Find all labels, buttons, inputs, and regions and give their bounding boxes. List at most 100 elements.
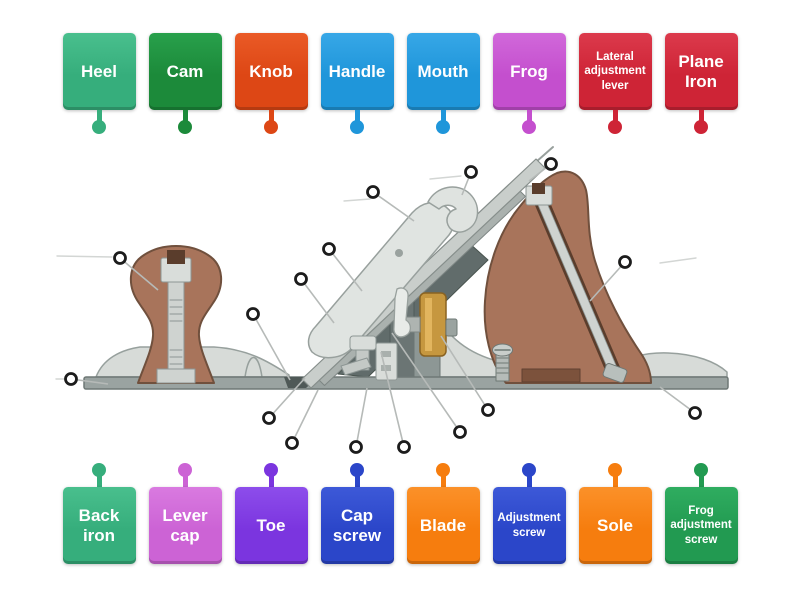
tile-label: Cam	[166, 61, 204, 81]
tile-label: Heel	[81, 61, 117, 81]
tile-label: Plane Iron	[678, 51, 724, 91]
tile-label: Lever cap	[162, 505, 208, 545]
tile-pin	[178, 463, 192, 487]
label-tile-lever-cap[interactable]: Lever cap	[148, 463, 222, 564]
drop-point-7[interactable]	[294, 272, 308, 286]
drop-point-10[interactable]	[246, 307, 260, 321]
label-tile-knob[interactable]: Knob	[234, 33, 308, 134]
leader-line	[391, 332, 461, 433]
drop-point-11[interactable]	[262, 411, 276, 425]
tile-face: Plane Iron	[664, 33, 738, 110]
drop-point-3[interactable]	[366, 185, 380, 199]
tile-face: Heel	[62, 33, 136, 110]
tile-face: Back iron	[62, 487, 136, 564]
drop-point-2[interactable]	[64, 372, 78, 386]
label-tile-cap-screw[interactable]: Cap screw	[320, 463, 394, 564]
leader-line	[268, 377, 306, 419]
drop-point-4[interactable]	[464, 165, 478, 179]
tile-label: Frog adjustment screw	[670, 504, 732, 546]
tile-face: Frog	[492, 33, 566, 110]
drop-point-16[interactable]	[481, 403, 495, 417]
label-points	[64, 157, 702, 454]
tile-pin	[694, 463, 708, 487]
leader-line	[659, 386, 696, 414]
drop-point-13[interactable]	[349, 440, 363, 454]
label-tile-blade[interactable]: Blade	[406, 463, 480, 564]
tile-face: Sole	[578, 487, 652, 564]
leader-line	[372, 191, 415, 222]
label-tile-heel[interactable]: Heel	[62, 33, 136, 134]
drop-point-5[interactable]	[544, 157, 558, 171]
tile-face: Handle	[320, 33, 394, 110]
tile-label: Frog	[510, 61, 548, 81]
label-tile-plane-iron[interactable]: Plane Iron	[664, 33, 738, 134]
lateral-lever-rod	[535, 146, 554, 163]
tile-face: Adjustment screw	[492, 487, 566, 564]
tile-label: Lateral adjustment lever	[584, 50, 646, 92]
label-tile-adjustment-screw[interactable]: Adjustment screw	[492, 463, 566, 564]
lateral-pin	[340, 357, 372, 376]
leader-line	[440, 335, 489, 411]
tile-label: Mouth	[417, 61, 469, 81]
tile-face: Lateral adjustment lever	[578, 33, 652, 110]
leader-line	[380, 351, 405, 448]
drop-point-6[interactable]	[322, 242, 336, 256]
tile-pin	[608, 110, 622, 134]
tile-label: Back iron	[78, 505, 120, 545]
tote-base-recess	[521, 368, 581, 383]
label-tile-cam[interactable]: Cam	[148, 33, 222, 134]
label-bank-bottom: Back iron Lever cap Toe Cap screw Blade …	[0, 463, 800, 564]
drop-point-15[interactable]	[453, 425, 467, 439]
tile-face: Knob	[234, 33, 308, 110]
label-tile-mouth[interactable]: Mouth	[406, 33, 480, 134]
leader-line	[300, 278, 335, 324]
tile-pin	[522, 110, 536, 134]
label-tile-frog[interactable]: Frog	[492, 33, 566, 134]
brass-adjusting-nut	[419, 292, 447, 357]
leader-line	[355, 387, 368, 448]
nut-stub	[445, 318, 458, 337]
label-tile-lateral-adjustment-lever[interactable]: Lateral adjustment lever	[578, 33, 652, 134]
tile-pin	[92, 463, 106, 487]
tile-pin	[694, 110, 708, 134]
tile-pin	[522, 463, 536, 487]
brass-nut-highlight	[425, 298, 432, 351]
drop-point-9[interactable]	[688, 406, 702, 420]
plane-knob	[130, 245, 222, 384]
label-tile-back-iron[interactable]: Back iron	[62, 463, 136, 564]
label-tile-toe[interactable]: Toe	[234, 463, 308, 564]
tile-face: Toe	[234, 487, 308, 564]
leader-line	[119, 257, 159, 291]
tile-pin	[92, 110, 106, 134]
tile-label: Adjustment screw	[497, 512, 561, 539]
leader-line	[291, 389, 319, 444]
frog-adjustment-screw-part	[492, 343, 513, 382]
drop-point-12[interactable]	[285, 436, 299, 450]
tile-pin	[264, 110, 278, 134]
drop-point-14[interactable]	[397, 440, 411, 454]
tile-label: Toe	[256, 515, 286, 535]
hand-plane-illustration	[55, 146, 729, 390]
tile-pin	[608, 463, 622, 487]
label-bank-top: Heel Cam Knob Handle Mouth Frog Lateral …	[0, 33, 800, 134]
tile-face: Blade	[406, 487, 480, 564]
plane-handle-tote	[483, 170, 652, 384]
tile-face: Cam	[148, 33, 222, 110]
tile-label: Knob	[249, 61, 293, 81]
drop-point-8[interactable]	[618, 255, 632, 269]
label-tile-handle[interactable]: Handle	[320, 33, 394, 134]
tile-label: Sole	[597, 515, 633, 535]
leader-line	[589, 261, 626, 302]
label-tile-sole[interactable]: Sole	[578, 463, 652, 564]
tile-face: Frog adjustment screw	[664, 487, 738, 564]
cap-screw-head	[349, 335, 377, 351]
faded-leader-stubs	[55, 175, 697, 380]
tile-face: Cap screw	[320, 487, 394, 564]
label-tile-frog-adjustment-screw[interactable]: Frog adjustment screw	[664, 463, 738, 564]
drop-point-1[interactable]	[113, 251, 127, 265]
tile-pin	[264, 463, 278, 487]
tile-label: Blade	[419, 515, 467, 535]
tile-face: Lever cap	[148, 487, 222, 564]
lever-cap-cam	[427, 186, 479, 233]
